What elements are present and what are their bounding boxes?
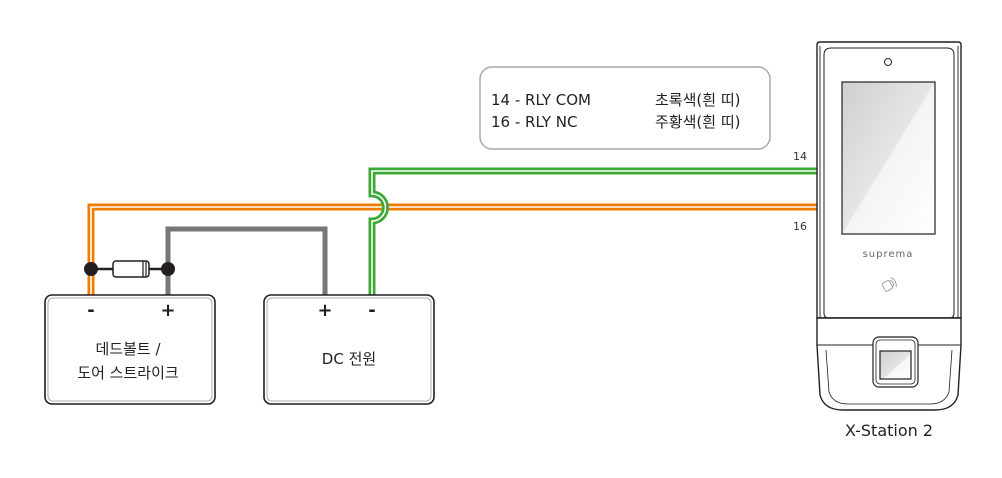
x-station-device: suprema X-Station 2 [816, 41, 962, 440]
fingerprint-sensor [879, 350, 912, 380]
power-plus-terminal: + [317, 300, 332, 321]
power-box: + - DC 전원 [263, 294, 435, 405]
lock-label-line1: 데드볼트 / [95, 340, 161, 358]
camera-icon [884, 58, 892, 66]
lock-minus-terminal: - [87, 300, 94, 321]
pin-16-label: 16 [793, 220, 807, 233]
device-model-label: X-Station 2 [845, 421, 933, 440]
gray-wire [165, 226, 328, 296]
legend-color-16: 주황색(흰 띠) [655, 113, 740, 131]
orange-wire [87, 203, 820, 296]
legend-color-14: 초록색(흰 띠) [655, 91, 740, 109]
legend-pin-16: 16 - RLY NC [491, 113, 577, 131]
lock-box: - + 데드볼트 / 도어 스트라이크 [44, 294, 216, 405]
lock-plus-terminal: + [160, 300, 175, 321]
diode [84, 260, 175, 278]
device-screen [841, 81, 936, 235]
green-wire [368, 167, 820, 296]
lock-label-line2: 도어 스트라이크 [77, 364, 178, 382]
legend-pin-14: 14 - RLY COM [491, 91, 591, 109]
junction-dot-minus [84, 262, 98, 276]
power-minus-terminal: - [368, 300, 375, 321]
device-brand: suprema [863, 249, 914, 260]
legend-box: 14 - RLY COM 16 - RLY NC 초록색(흰 띠) 주황색(흰 … [479, 66, 771, 150]
power-label: DC 전원 [322, 350, 376, 368]
junction-dot-plus [161, 262, 175, 276]
nfc-card-icon [881, 277, 897, 292]
pin-14-label: 14 [793, 150, 807, 163]
